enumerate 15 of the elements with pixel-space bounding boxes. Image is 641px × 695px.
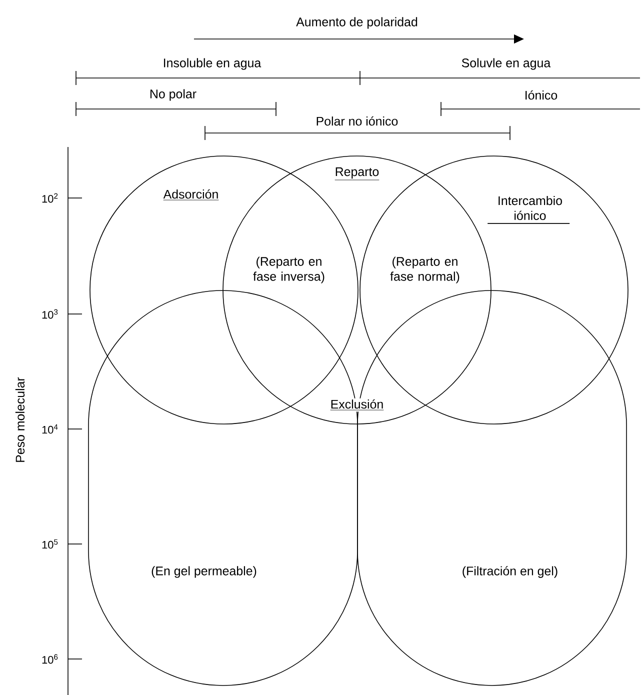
tick-label: 10$^{4}$ [42, 424, 58, 434]
region-label: (Reparto en fase normal) [390, 256, 460, 284]
region-label: (Reparto en fase inversa) [253, 256, 324, 284]
range-label: Insoluble en agua [164, 58, 262, 70]
tick-label: 10$^{3}$ [42, 309, 58, 319]
tick-label: 10$^{6}$ [42, 654, 58, 664]
text-label: Aumento de polaridad [296, 17, 418, 29]
axis-title: Peso molecular [15, 377, 25, 462]
tick-label: 10$^{5}$ [42, 539, 58, 549]
range-label: No polar [150, 89, 196, 101]
tick-label: 10$^{2}$ [42, 193, 58, 203]
range-label: Soluvle en agua [462, 58, 551, 70]
region-label: Exclusión [329, 398, 385, 412]
range-label: Iónico [526, 90, 558, 100]
range-label: Polar no iónico [316, 116, 398, 126]
